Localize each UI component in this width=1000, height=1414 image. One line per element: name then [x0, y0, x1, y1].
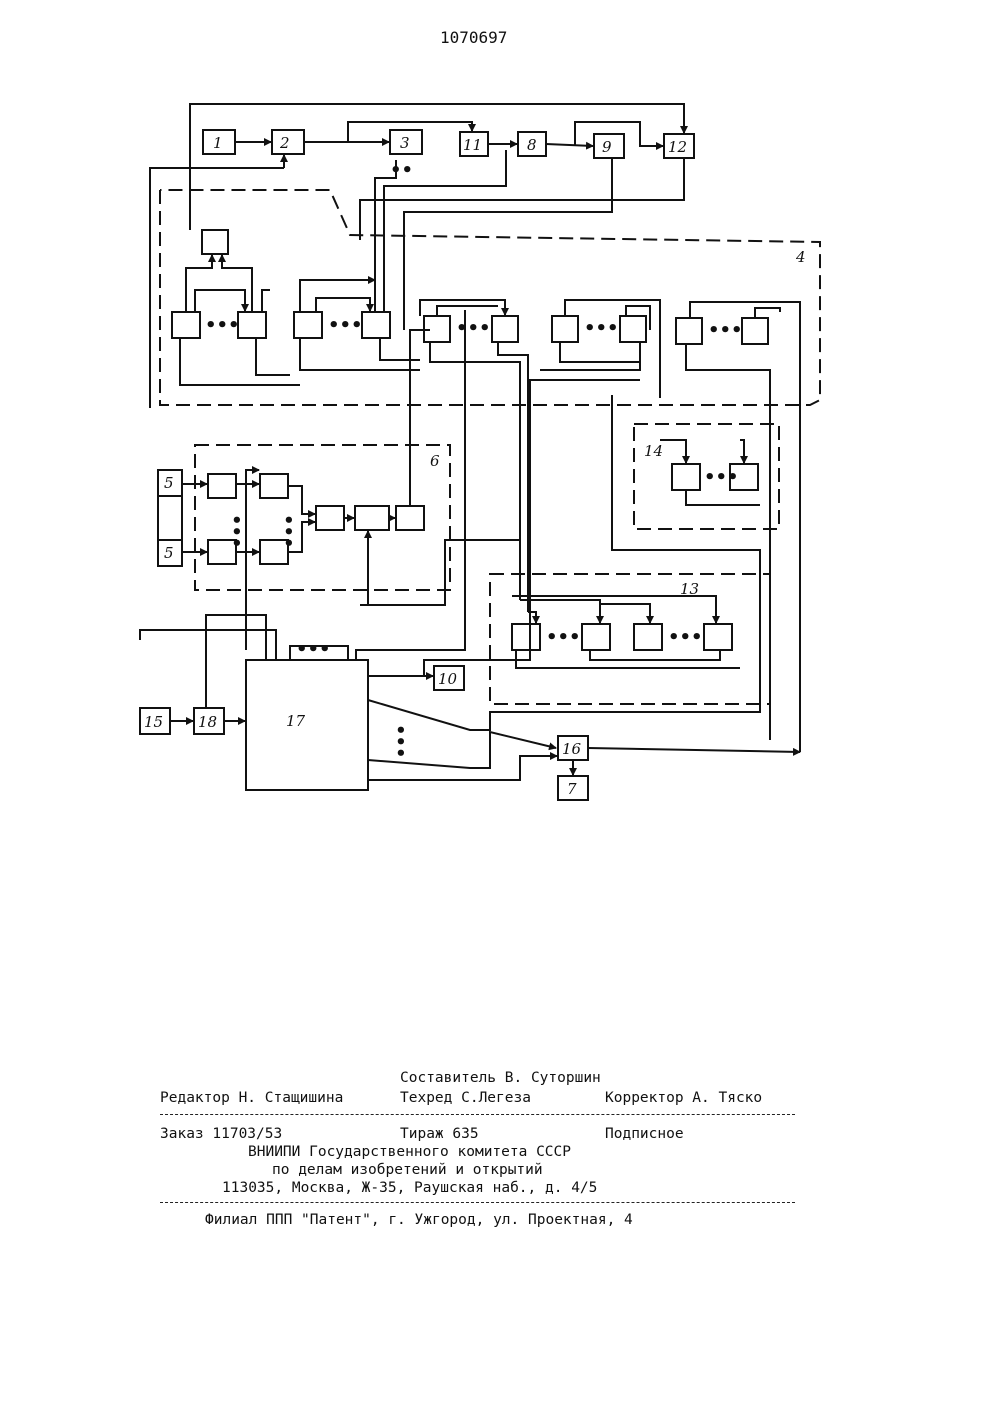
order: Заказ 11703/53: [160, 1126, 282, 1142]
label-2: 2: [279, 134, 290, 152]
group-4-register-a: •••: [172, 255, 300, 385]
svg-text:•••: •••: [584, 318, 619, 339]
label-16: 16: [562, 740, 582, 758]
label-5-top: 5: [164, 474, 174, 492]
label-18: 18: [198, 713, 217, 731]
rule-top: [160, 1114, 795, 1115]
label-12: 12: [668, 138, 687, 156]
block-diagram: 1 2 3 11 8 9 12 •• 4: [0, 0, 1000, 820]
group-4-register-d: •••: [540, 300, 660, 398]
block-17: [246, 660, 368, 790]
circulation: Тираж 635: [400, 1126, 479, 1142]
compiler: Составитель В. Суторшин: [400, 1070, 601, 1086]
label-15: 15: [144, 713, 163, 731]
subscription: Подписное: [605, 1126, 684, 1142]
group-4-top-block: [202, 230, 228, 254]
branch: Филиал ППП "Патент", г. Ужгород, ул. Про…: [205, 1212, 633, 1228]
label-8: 8: [527, 136, 537, 154]
org-line-2: по делам изобретений и открытий: [272, 1162, 543, 1178]
label-14: 14: [644, 442, 663, 460]
group-14-register: •••: [660, 440, 760, 505]
label-7: 7: [567, 780, 577, 798]
label-5-bottom: 5: [164, 544, 174, 562]
editor: Редактор Н. Стащишина: [160, 1090, 343, 1106]
label-17: 17: [286, 712, 306, 730]
group-6-blocks: ••• •••: [182, 330, 430, 650]
label-3: 3: [400, 134, 410, 152]
svg-text:•••: •••: [277, 514, 298, 549]
label-1: 1: [213, 134, 223, 152]
label-10: 10: [438, 670, 458, 688]
corrector: Корректор А. Тяско: [605, 1090, 762, 1106]
label-9: 9: [602, 138, 612, 156]
org-line-1: ВНИИПИ Государственного комитета СССР: [248, 1144, 571, 1160]
svg-text:•••: •••: [205, 315, 240, 336]
svg-text:•••: •••: [389, 724, 410, 759]
rule-bottom: [160, 1202, 795, 1203]
label-11: 11: [463, 136, 482, 154]
label-6: 6: [430, 452, 440, 470]
group-4-register-e: •••: [676, 302, 800, 752]
svg-text:•••: •••: [704, 467, 739, 488]
label-4: 4: [795, 248, 806, 266]
svg-text:•••: •••: [328, 315, 363, 336]
svg-text:•••: •••: [225, 514, 246, 549]
group-4-outline: [160, 190, 820, 405]
address: 113035, Москва, Ж-35, Раушская наб., д. …: [222, 1180, 597, 1196]
group-13-register: ••• •••: [512, 596, 740, 668]
svg-text:•••: •••: [708, 320, 743, 341]
svg-text:•••: •••: [456, 318, 491, 339]
group-4-register-b: •••: [294, 280, 420, 370]
svg-text:•••: •••: [668, 627, 703, 648]
svg-text:••: ••: [390, 160, 413, 181]
svg-text:•••: •••: [296, 639, 331, 660]
techred: Техред С.Легеза: [400, 1090, 531, 1106]
svg-text:•••: •••: [546, 627, 581, 648]
